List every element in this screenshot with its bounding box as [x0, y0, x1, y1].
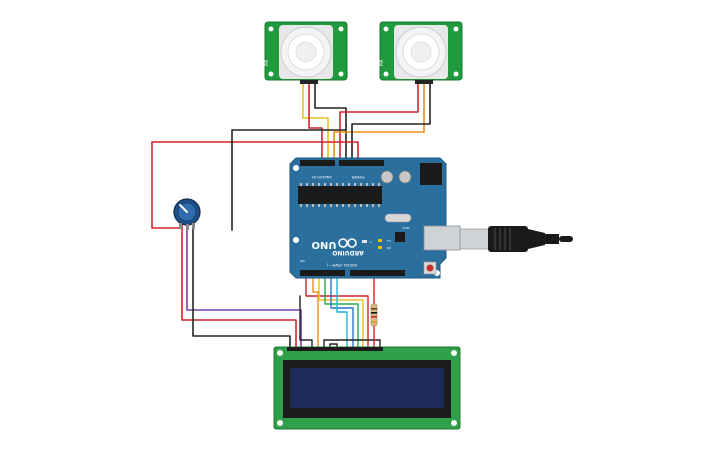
arduino-tx-label: TX [386, 239, 391, 243]
wire-lcd-black-2[interactable] [323, 339, 381, 349]
microcontroller-chip-icon [298, 183, 382, 207]
wire-lcd-black-1[interactable] [299, 295, 313, 349]
wire-pot-red-lcd[interactable] [181, 223, 297, 349]
wire-pot-black-lcd[interactable] [192, 225, 291, 349]
usb-plug-icon [459, 226, 573, 252]
arduino-power-label: POWER [351, 175, 365, 179]
arduino-rx-label: RX [387, 246, 391, 250]
wire-pot-red[interactable] [151, 141, 359, 229]
arduino-logo-icon [338, 238, 357, 248]
arduino-model-text: UNO [312, 239, 337, 250]
wire-lcd-orange[interactable] [312, 271, 319, 349]
wire-pir-right-orange[interactable] [333, 81, 425, 163]
potentiometer-knob-icon [173, 198, 201, 226]
reset-button-icon[interactable] [423, 261, 437, 275]
digital-header-top[interactable] [300, 160, 384, 166]
arduino-brand-text: ARDUINO [332, 249, 363, 256]
pir-sensor-right[interactable]: PIR [379, 21, 463, 84]
lcd-pin-header[interactable] [287, 347, 383, 351]
arduino-on-label: ON [300, 259, 305, 263]
usb-cable[interactable] [459, 226, 573, 252]
wire-lcd-yellow[interactable] [318, 271, 364, 349]
arduino-uno-board[interactable]: ARDUINO UNO DIGITAL (PWM ~) ANALOG IN PO… [289, 157, 461, 279]
power-analog-header[interactable] [300, 270, 405, 276]
wire-pir-left-black[interactable] [314, 81, 347, 163]
wire-pir-left-yellow[interactable] [302, 81, 329, 163]
pir-right-label: PIR [379, 59, 384, 66]
wire-lcd-blue[interactable] [330, 271, 354, 349]
lcd-16x2-display[interactable] [273, 346, 461, 430]
potentiometer[interactable] [173, 198, 201, 230]
wire-lcd-green[interactable] [324, 271, 359, 349]
wire-pir-right-black[interactable] [351, 81, 431, 163]
wire-pir-left-red[interactable] [308, 81, 323, 163]
arduino-icsp-label: ICSP [403, 226, 410, 230]
pir-dome-icon [280, 26, 332, 78]
arduino-analog-label: ANALOG IN [312, 175, 332, 179]
resistor[interactable] [370, 303, 378, 327]
pir-left-label: PIR [264, 59, 269, 66]
wire-pot-purple-lcd[interactable] [186, 225, 302, 349]
arduino-digital-label: DIGITAL (PWM ~) [326, 263, 357, 267]
wire-lcd-black-3[interactable] [329, 343, 338, 349]
lcd-screen [290, 368, 444, 408]
arduino-l-label: L [370, 240, 372, 244]
wire-pir-right-red[interactable] [339, 81, 419, 163]
wires [151, 81, 431, 349]
wire-pot-black[interactable] [231, 129, 347, 231]
pir-sensor-left[interactable]: PIR [264, 21, 348, 84]
pir-dome-icon [395, 26, 447, 78]
wire-lcd-cyan[interactable] [336, 271, 348, 349]
